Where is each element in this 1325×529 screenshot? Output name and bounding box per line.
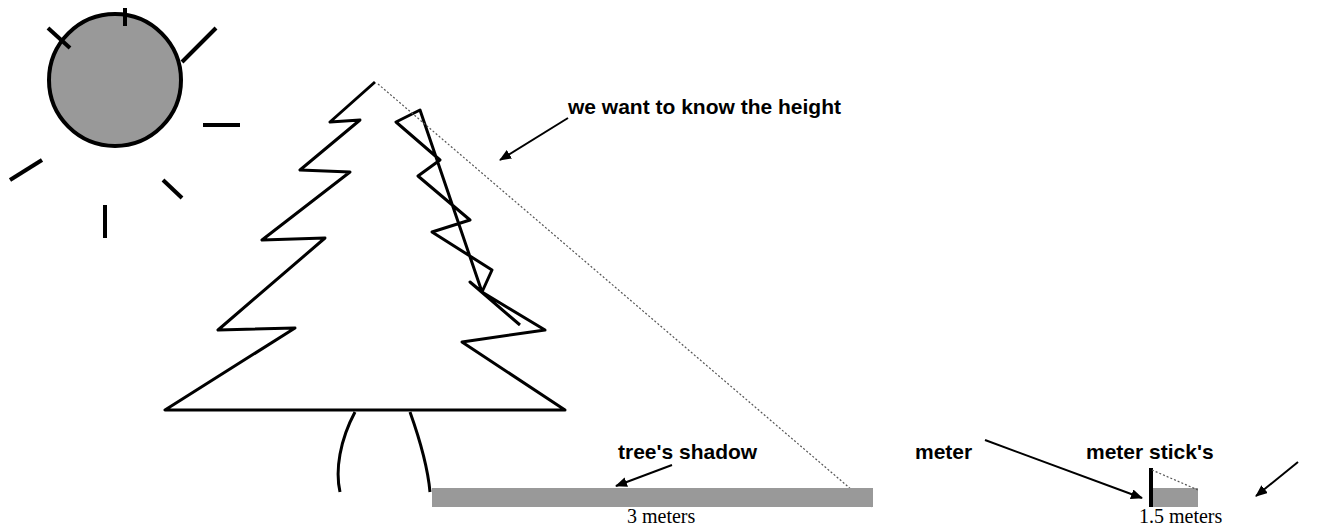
leader-arrows <box>500 118 1298 498</box>
stick-shadow <box>1150 488 1198 507</box>
sun <box>10 8 240 238</box>
stick-label: meter <box>915 441 972 462</box>
stick-ray <box>1152 470 1198 490</box>
tree-shadow <box>432 488 873 507</box>
meter-stick <box>1149 468 1153 507</box>
stick-shadow-label: meter stick's <box>1086 441 1214 462</box>
callout-label: we want to know the height <box>568 96 841 117</box>
tree <box>165 82 565 492</box>
dimension-label: 3 meters <box>627 506 695 526</box>
sun-ray <box>378 84 873 508</box>
shadow-label: tree's shadow <box>618 441 757 462</box>
dimension-label: 1.5 meters <box>1139 506 1222 526</box>
